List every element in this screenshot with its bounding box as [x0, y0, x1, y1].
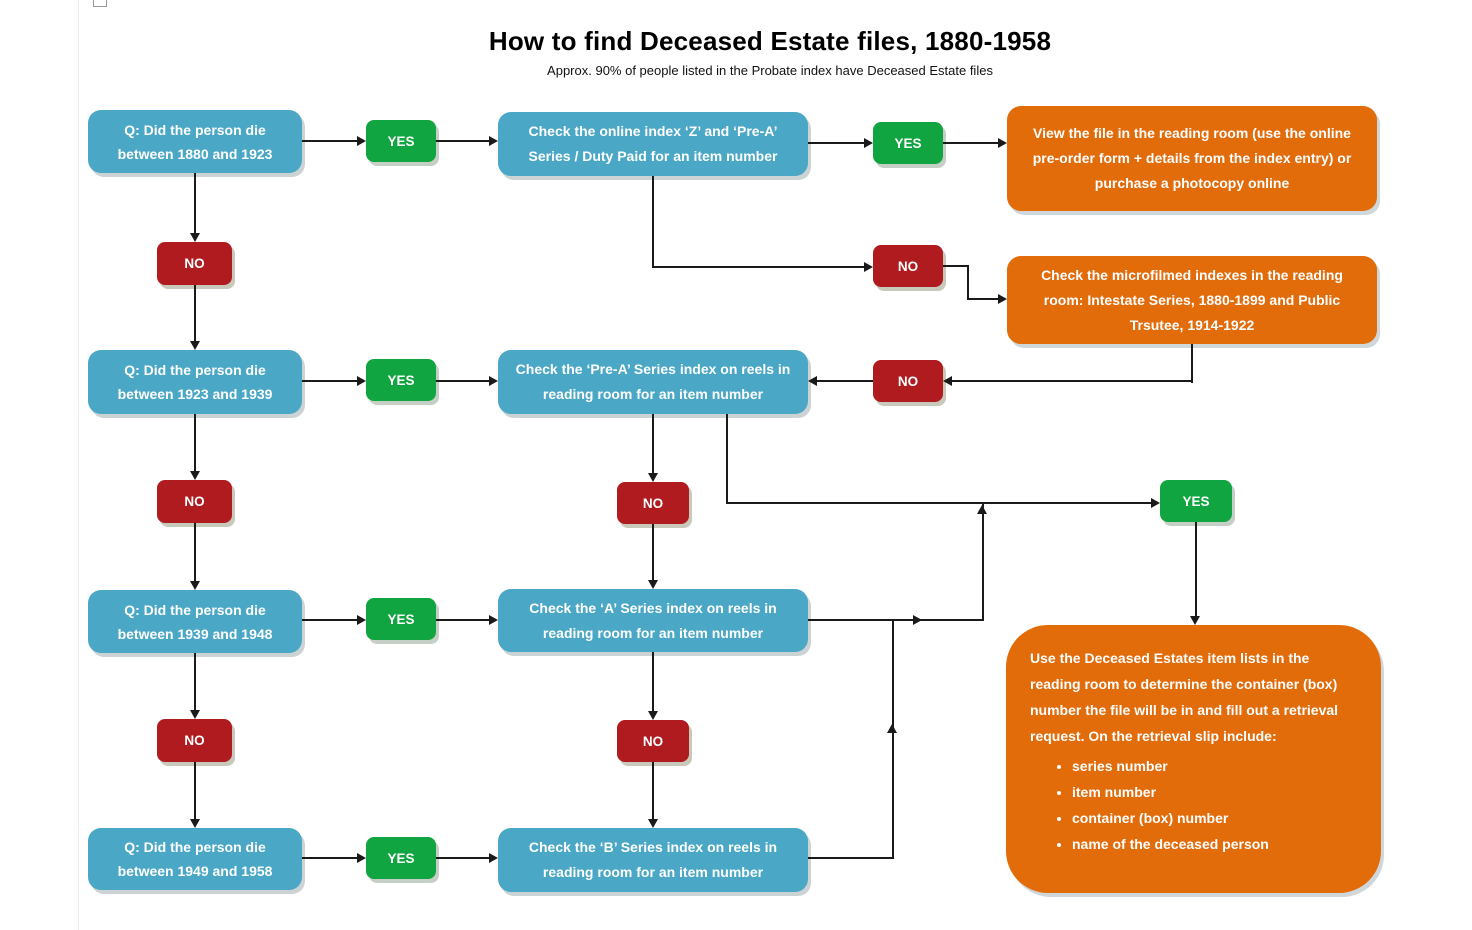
connector-line — [194, 523, 196, 582]
connector-line — [436, 380, 490, 382]
connector-line — [967, 265, 969, 300]
connector-line — [194, 762, 196, 820]
arrowhead-right — [357, 853, 366, 863]
yes-node-2: YES — [366, 359, 436, 401]
connector-line — [302, 857, 358, 859]
connector-line — [436, 619, 490, 621]
outcome-node-microfilm-indexes: Check the microfilmed indexes in the rea… — [1007, 256, 1377, 344]
yes-node-3: YES — [366, 598, 436, 640]
arrowhead-left — [943, 376, 952, 386]
connector-line — [892, 621, 894, 859]
connector-line — [815, 380, 873, 382]
arrowhead-right — [913, 615, 922, 625]
outcome-node-view-file: View the file in the reading room (use t… — [1007, 106, 1377, 211]
retrieval-bullet-list: series number item number container (box… — [1030, 753, 1269, 857]
arrowhead-down — [190, 581, 200, 590]
arrowhead-down — [648, 580, 658, 589]
connector-line — [652, 266, 865, 268]
connector-line — [436, 857, 490, 859]
connector-line — [194, 285, 196, 342]
canvas-handle-artifact — [93, 0, 107, 7]
arrowhead-down — [190, 471, 200, 480]
connector-line — [652, 524, 654, 581]
arrowhead-right — [357, 615, 366, 625]
bullet-series-number: series number — [1072, 753, 1269, 779]
no-node-1: NO — [157, 242, 232, 285]
arrowhead-down — [648, 473, 658, 482]
arrowhead-down — [190, 710, 200, 719]
connector-line — [808, 142, 865, 144]
connector-line — [943, 142, 999, 144]
flowchart-subtitle: Approx. 90% of people listed in the Prob… — [547, 63, 993, 78]
connector-line — [194, 653, 196, 711]
no-node-microfilm-notfound: NO — [873, 360, 943, 402]
arrowhead-right — [864, 262, 873, 272]
yes-node-4: YES — [366, 837, 436, 879]
arrowhead-right — [489, 615, 498, 625]
bullet-item-number: item number — [1072, 779, 1269, 805]
outcome-node-retrieval-request: Use the Deceased Estates item lists in t… — [1006, 625, 1381, 893]
arrowhead-down — [1190, 616, 1200, 625]
arrowhead-left — [808, 376, 817, 386]
arrowhead-up — [977, 505, 987, 514]
question-node-1880-1923: Q: Did the person die between 1880 and 1… — [88, 110, 302, 173]
action-node-check-pre-a-series: Check the ‘Pre-A’ Series index on reels … — [498, 350, 808, 414]
arrowhead-up — [887, 724, 897, 733]
connector-line — [302, 380, 358, 382]
connector-line — [302, 619, 358, 621]
connector-line — [436, 140, 490, 142]
arrowhead-right — [357, 376, 366, 386]
connector-line — [302, 140, 358, 142]
yes-node-item-found: YES — [1160, 480, 1232, 522]
arrowhead-right — [489, 853, 498, 863]
yes-node-1: YES — [366, 120, 436, 162]
yes-node-online-found: YES — [873, 122, 943, 164]
no-node-2: NO — [157, 480, 232, 523]
arrowhead-right — [1151, 498, 1160, 508]
action-node-check-b-series: Check the ‘B’ Series index on reels in r… — [498, 828, 808, 892]
arrowhead-right — [489, 136, 498, 146]
connector-line — [982, 504, 984, 621]
no-node-pre-a-notfound: NO — [617, 482, 689, 524]
arrowhead-right — [864, 138, 873, 148]
connector-line — [652, 414, 654, 474]
connector-line — [943, 265, 969, 267]
question-node-1923-1939: Q: Did the person die between 1923 and 1… — [88, 350, 302, 414]
arrowhead-down — [190, 341, 200, 350]
connector-line — [726, 414, 728, 504]
connector-line — [194, 414, 196, 472]
action-node-check-online-index: Check the online index ‘Z’ and ‘Pre-A’ S… — [498, 112, 808, 176]
bullet-container-number: container (box) number — [1072, 805, 1269, 831]
connector-line — [808, 619, 984, 621]
no-node-online-notfound: NO — [873, 245, 943, 287]
arrowhead-down — [648, 819, 658, 828]
arrowhead-down — [190, 819, 200, 828]
no-node-3: NO — [157, 719, 232, 762]
connector-line — [652, 652, 654, 712]
question-node-1949-1958: Q: Did the person die between 1949 and 1… — [88, 828, 302, 890]
retrieval-intro-text: Use the Deceased Estates item lists in t… — [1030, 650, 1339, 744]
arrowhead-down — [648, 711, 658, 720]
connector-line — [194, 173, 196, 234]
connector-line — [950, 380, 1193, 382]
connector-line — [967, 298, 999, 300]
arrowhead-right — [998, 294, 1007, 304]
page-edge-line — [78, 0, 79, 930]
arrowhead-down — [190, 233, 200, 242]
no-node-a-notfound: NO — [617, 720, 689, 762]
arrowhead-right — [998, 138, 1007, 148]
connector-line — [652, 762, 654, 820]
arrowhead-right — [489, 376, 498, 386]
connector-line — [1195, 522, 1197, 617]
bullet-deceased-name: name of the deceased person — [1072, 831, 1269, 857]
flowchart-title: How to find Deceased Estate files, 1880-… — [488, 26, 1052, 56]
connector-line — [726, 502, 1151, 504]
connector-line — [808, 857, 894, 859]
action-node-check-a-series: Check the ‘A’ Series index on reels in r… — [498, 589, 808, 652]
question-node-1939-1948: Q: Did the person die between 1939 and 1… — [88, 590, 302, 653]
connector-line — [1191, 344, 1193, 383]
arrowhead-right — [357, 136, 366, 146]
connector-line — [652, 176, 654, 268]
